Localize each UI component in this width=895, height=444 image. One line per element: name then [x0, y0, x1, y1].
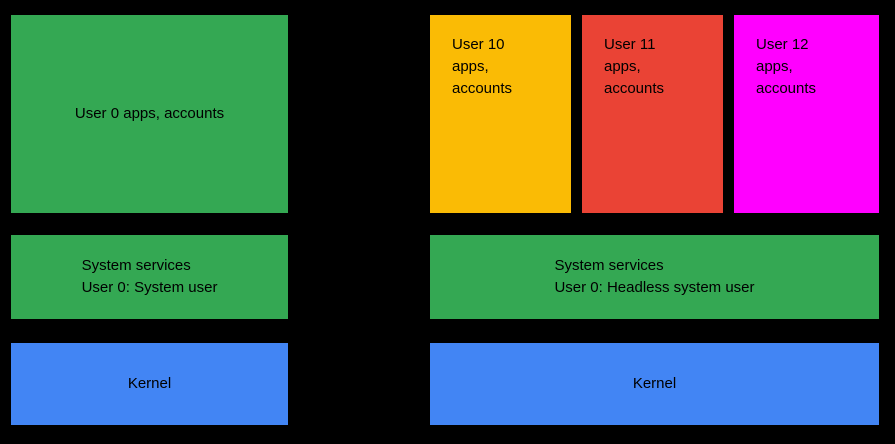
- right-user-10-apps-label: User 10 apps, accounts: [452, 36, 513, 97]
- left-user-0-apps-label: User 0 apps, accounts: [74, 105, 225, 123]
- left-kernel-label: Kernel: [127, 375, 172, 393]
- right-kernel-box: Kernel: [430, 343, 879, 425]
- right-user-11-apps-label: User 11 apps, accounts: [604, 36, 665, 97]
- left-system-services-box: System services User 0: System user: [11, 235, 288, 319]
- right-system-services-label: System services User 0: Headless system …: [554, 257, 755, 296]
- right-user-12-apps-box: User 12 apps, accounts: [734, 15, 879, 213]
- right-user-12-apps-label: User 12 apps, accounts: [756, 36, 817, 97]
- right-kernel-label: Kernel: [632, 375, 677, 393]
- right-system-services-box: System services User 0: Headless system …: [430, 235, 879, 319]
- left-system-services-label: System services User 0: System user: [81, 257, 218, 296]
- left-user-0-apps-box: User 0 apps, accounts: [11, 15, 288, 213]
- left-kernel-box: Kernel: [11, 343, 288, 425]
- right-user-10-apps-box: User 10 apps, accounts: [430, 15, 571, 213]
- right-user-11-apps-box: User 11 apps, accounts: [582, 15, 723, 213]
